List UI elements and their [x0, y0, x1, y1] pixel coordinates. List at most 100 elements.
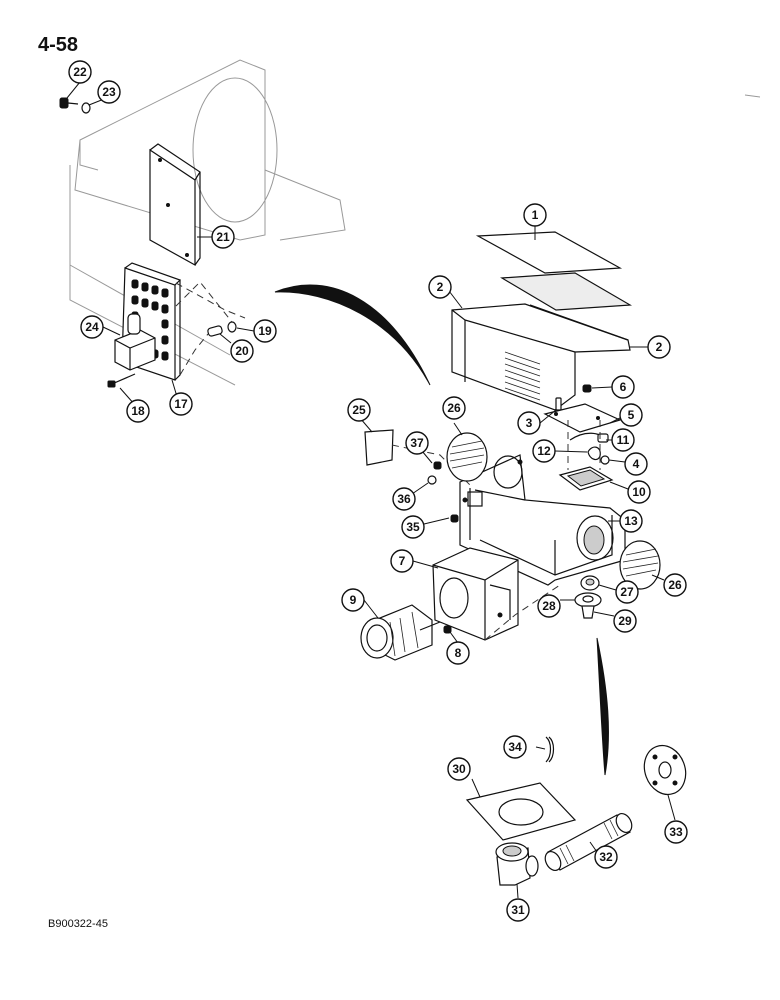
assembly-line [484, 584, 561, 641]
svg-text:31: 31 [511, 903, 525, 917]
callout-26-left: 26 [442, 396, 466, 420]
grille-26-right [619, 540, 661, 590]
blower-motor-9 [360, 604, 441, 661]
callout-28: 28 [537, 594, 561, 618]
nut-35 [450, 514, 459, 523]
pointer-arrow-lower [596, 637, 609, 776]
page-number: 4-58 [38, 34, 79, 56]
callout-10: 10 [627, 480, 651, 504]
svg-text:32: 32 [599, 850, 613, 864]
callout-37: 37 [405, 431, 429, 455]
screw-18 [107, 373, 136, 388]
svg-text:25: 25 [352, 403, 366, 417]
valve-27 [580, 575, 600, 591]
assembly-line [179, 333, 209, 376]
callout-2-right: 2 [647, 335, 671, 359]
washer-23 [81, 102, 91, 114]
washer-19 [227, 321, 237, 333]
nut-6 [582, 384, 592, 393]
callout-26-right: 26 [663, 573, 687, 597]
svg-text:30: 30 [452, 762, 466, 776]
callout-27: 27 [615, 580, 639, 604]
svg-text:5: 5 [628, 408, 635, 422]
callout-13: 13 [619, 509, 643, 533]
svg-text:17: 17 [174, 397, 188, 411]
cover-2 [451, 272, 632, 411]
clip-34 [545, 736, 555, 763]
callout-33: 33 [664, 820, 688, 844]
svg-text:29: 29 [618, 614, 632, 628]
callout-36: 36 [392, 487, 416, 511]
gasket-10 [558, 466, 614, 491]
callout-22: 22 [68, 60, 92, 84]
assembly-line [175, 282, 246, 319]
callout-18: 18 [126, 399, 150, 423]
callout-17: 17 [169, 392, 193, 416]
pipe-32 [544, 812, 633, 872]
callout-25: 25 [347, 398, 371, 422]
svg-text:1: 1 [532, 208, 539, 222]
callout-21: 21 [211, 225, 235, 249]
svg-text:12: 12 [537, 444, 551, 458]
callout-2-left: 2 [428, 275, 452, 299]
nut-37 [433, 461, 442, 470]
svg-text:35: 35 [406, 520, 420, 534]
cover-plate-21 [149, 143, 201, 267]
callout-9: 9 [341, 588, 365, 612]
strip-1 [475, 231, 623, 274]
svg-text:33: 33 [669, 825, 683, 839]
svg-text:26: 26 [668, 578, 682, 592]
gasket-30 [465, 782, 577, 841]
svg-text:11: 11 [617, 433, 630, 447]
pointer-arrow-upper [274, 284, 431, 386]
relay-24 [114, 313, 156, 371]
svg-text:37: 37 [410, 436, 424, 450]
svg-text:27: 27 [620, 585, 634, 599]
callout-24: 24 [80, 315, 104, 339]
svg-text:19: 19 [258, 324, 272, 338]
svg-text:22: 22 [73, 65, 87, 79]
elbow-31 [495, 842, 539, 886]
callout-8: 8 [446, 641, 470, 665]
screw-22 [59, 97, 79, 109]
svg-text:8: 8 [455, 646, 462, 660]
bolt-3 [555, 397, 562, 411]
callout-6: 6 [611, 375, 635, 399]
callout-29: 29 [613, 609, 637, 633]
svg-text:21: 21 [216, 230, 230, 244]
callout-4: 4 [624, 452, 648, 476]
svg-text:26: 26 [447, 401, 461, 415]
callout-20: 20 [230, 339, 254, 363]
washer-36 [427, 475, 437, 485]
heater-box-13 [459, 454, 626, 586]
svg-text:23: 23 [102, 85, 116, 99]
callout-5: 5 [619, 403, 643, 427]
svg-text:20: 20 [235, 344, 249, 358]
svg-text:13: 13 [624, 514, 638, 528]
callout-32: 32 [594, 845, 618, 869]
flange-33 [643, 744, 687, 796]
grille-26-left [446, 432, 488, 482]
svg-text:2: 2 [656, 340, 663, 354]
washer-28 [574, 592, 602, 608]
svg-text:7: 7 [399, 554, 406, 568]
svg-text:9: 9 [350, 593, 357, 607]
spacer-20 [207, 325, 223, 337]
callout-1: 1 [523, 203, 547, 227]
assembly-line [175, 281, 233, 323]
svg-text:10: 10 [632, 485, 646, 499]
callout-3: 3 [517, 411, 541, 435]
clamp-11 [569, 432, 609, 443]
svg-text:34: 34 [508, 740, 522, 754]
bracket-7 [432, 547, 519, 641]
callout-7: 7 [390, 549, 414, 573]
svg-text:6: 6 [620, 380, 627, 394]
svg-text:24: 24 [85, 320, 99, 334]
svg-text:3: 3 [526, 416, 533, 430]
svg-text:2: 2 [437, 280, 444, 294]
svg-text:36: 36 [397, 492, 411, 506]
callout-35: 35 [401, 515, 425, 539]
svg-text:4: 4 [633, 457, 640, 471]
callout-34: 34 [503, 735, 527, 759]
